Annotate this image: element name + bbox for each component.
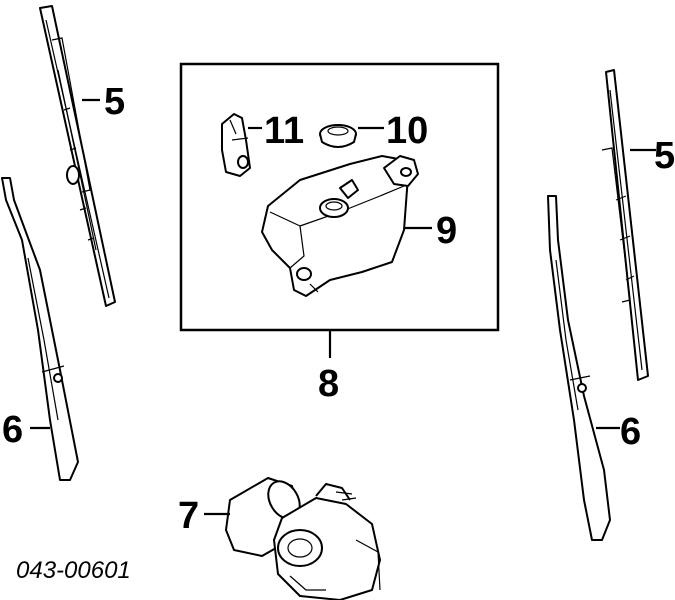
callout-washer-tank: 9 bbox=[436, 210, 457, 252]
washer-pump bbox=[221, 113, 251, 177]
diagram-part-number: 043-00601 bbox=[16, 557, 131, 584]
wiper-blade-right bbox=[601, 69, 649, 381]
callout-wiper-arm-right: 6 bbox=[620, 411, 641, 453]
callout-wiper-blade-right: 5 bbox=[654, 135, 675, 177]
wiper-blade-left bbox=[39, 5, 116, 307]
tank-cap bbox=[319, 124, 357, 148]
wiper-motor bbox=[225, 477, 381, 600]
callout-washer-pump: 11 bbox=[264, 110, 304, 152]
callout-wiper-arm-left: 6 bbox=[2, 409, 23, 451]
callout-tank-cap: 10 bbox=[386, 110, 428, 152]
callout-wiper-motor: 7 bbox=[178, 495, 199, 537]
washer-tank bbox=[261, 155, 419, 297]
washer-assembly-box bbox=[179, 62, 500, 332]
callout-wiper-blade-left: 5 bbox=[104, 81, 125, 123]
callout-washer-assembly: 8 bbox=[318, 363, 339, 405]
wiper-arm-right bbox=[547, 195, 611, 541]
wiper-arm-left bbox=[1, 177, 79, 481]
